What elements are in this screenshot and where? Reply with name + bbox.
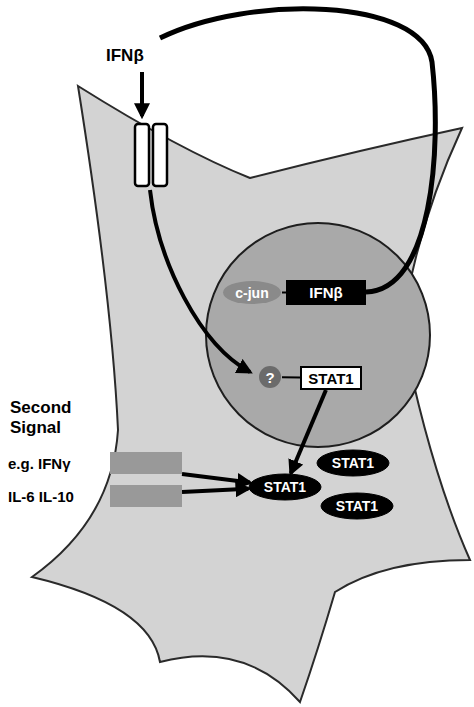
gene-box: IFNβ xyxy=(286,280,366,305)
connector-arrow xyxy=(282,376,300,378)
node-label: IL-6 IL-10 xyxy=(8,488,74,505)
cytokine-label: IFNβ xyxy=(106,46,176,66)
ellipse-fill xyxy=(317,450,389,476)
second-signal: IL-6 IL-10 xyxy=(8,485,182,507)
connector-arrow xyxy=(182,474,250,483)
binding-arrow xyxy=(140,72,144,116)
node-label: e.g. IFNγ xyxy=(8,455,71,472)
receptor-chain xyxy=(153,124,167,186)
second-signal: e.g. IFNγ xyxy=(8,452,182,474)
protein-ellipse: STAT1 xyxy=(248,473,322,501)
protein-ellipse: c-jun xyxy=(222,280,282,305)
connector-arrow xyxy=(182,489,248,492)
node-label: ? xyxy=(265,369,274,386)
gene-box: STAT1 xyxy=(300,366,362,390)
node-label: STAT1 xyxy=(308,370,353,387)
signaling-arrow xyxy=(150,190,250,372)
protein-ellipse: STAT1 xyxy=(316,449,390,477)
cell-body xyxy=(32,86,470,702)
node-label: IFNβ xyxy=(309,284,342,301)
receptor-chain xyxy=(135,124,149,186)
signal-bar xyxy=(110,452,182,474)
node-label: STAT1 xyxy=(336,498,378,514)
ellipse-fill xyxy=(249,474,321,500)
protein-ellipse: STAT1 xyxy=(320,492,394,520)
ellipse-fill xyxy=(321,493,393,519)
unknown-factor: ? xyxy=(258,365,282,389)
signal-bar xyxy=(110,485,182,507)
node-label: c-jun xyxy=(235,285,268,301)
nucleus xyxy=(206,223,430,447)
ellipse-fill xyxy=(259,366,281,388)
secretion-loop xyxy=(160,9,435,292)
ellipse-fill xyxy=(223,281,281,304)
node-label: STAT1 xyxy=(264,479,306,495)
signal-heading: Second Signal xyxy=(10,398,90,438)
node-label: STAT1 xyxy=(332,455,374,471)
